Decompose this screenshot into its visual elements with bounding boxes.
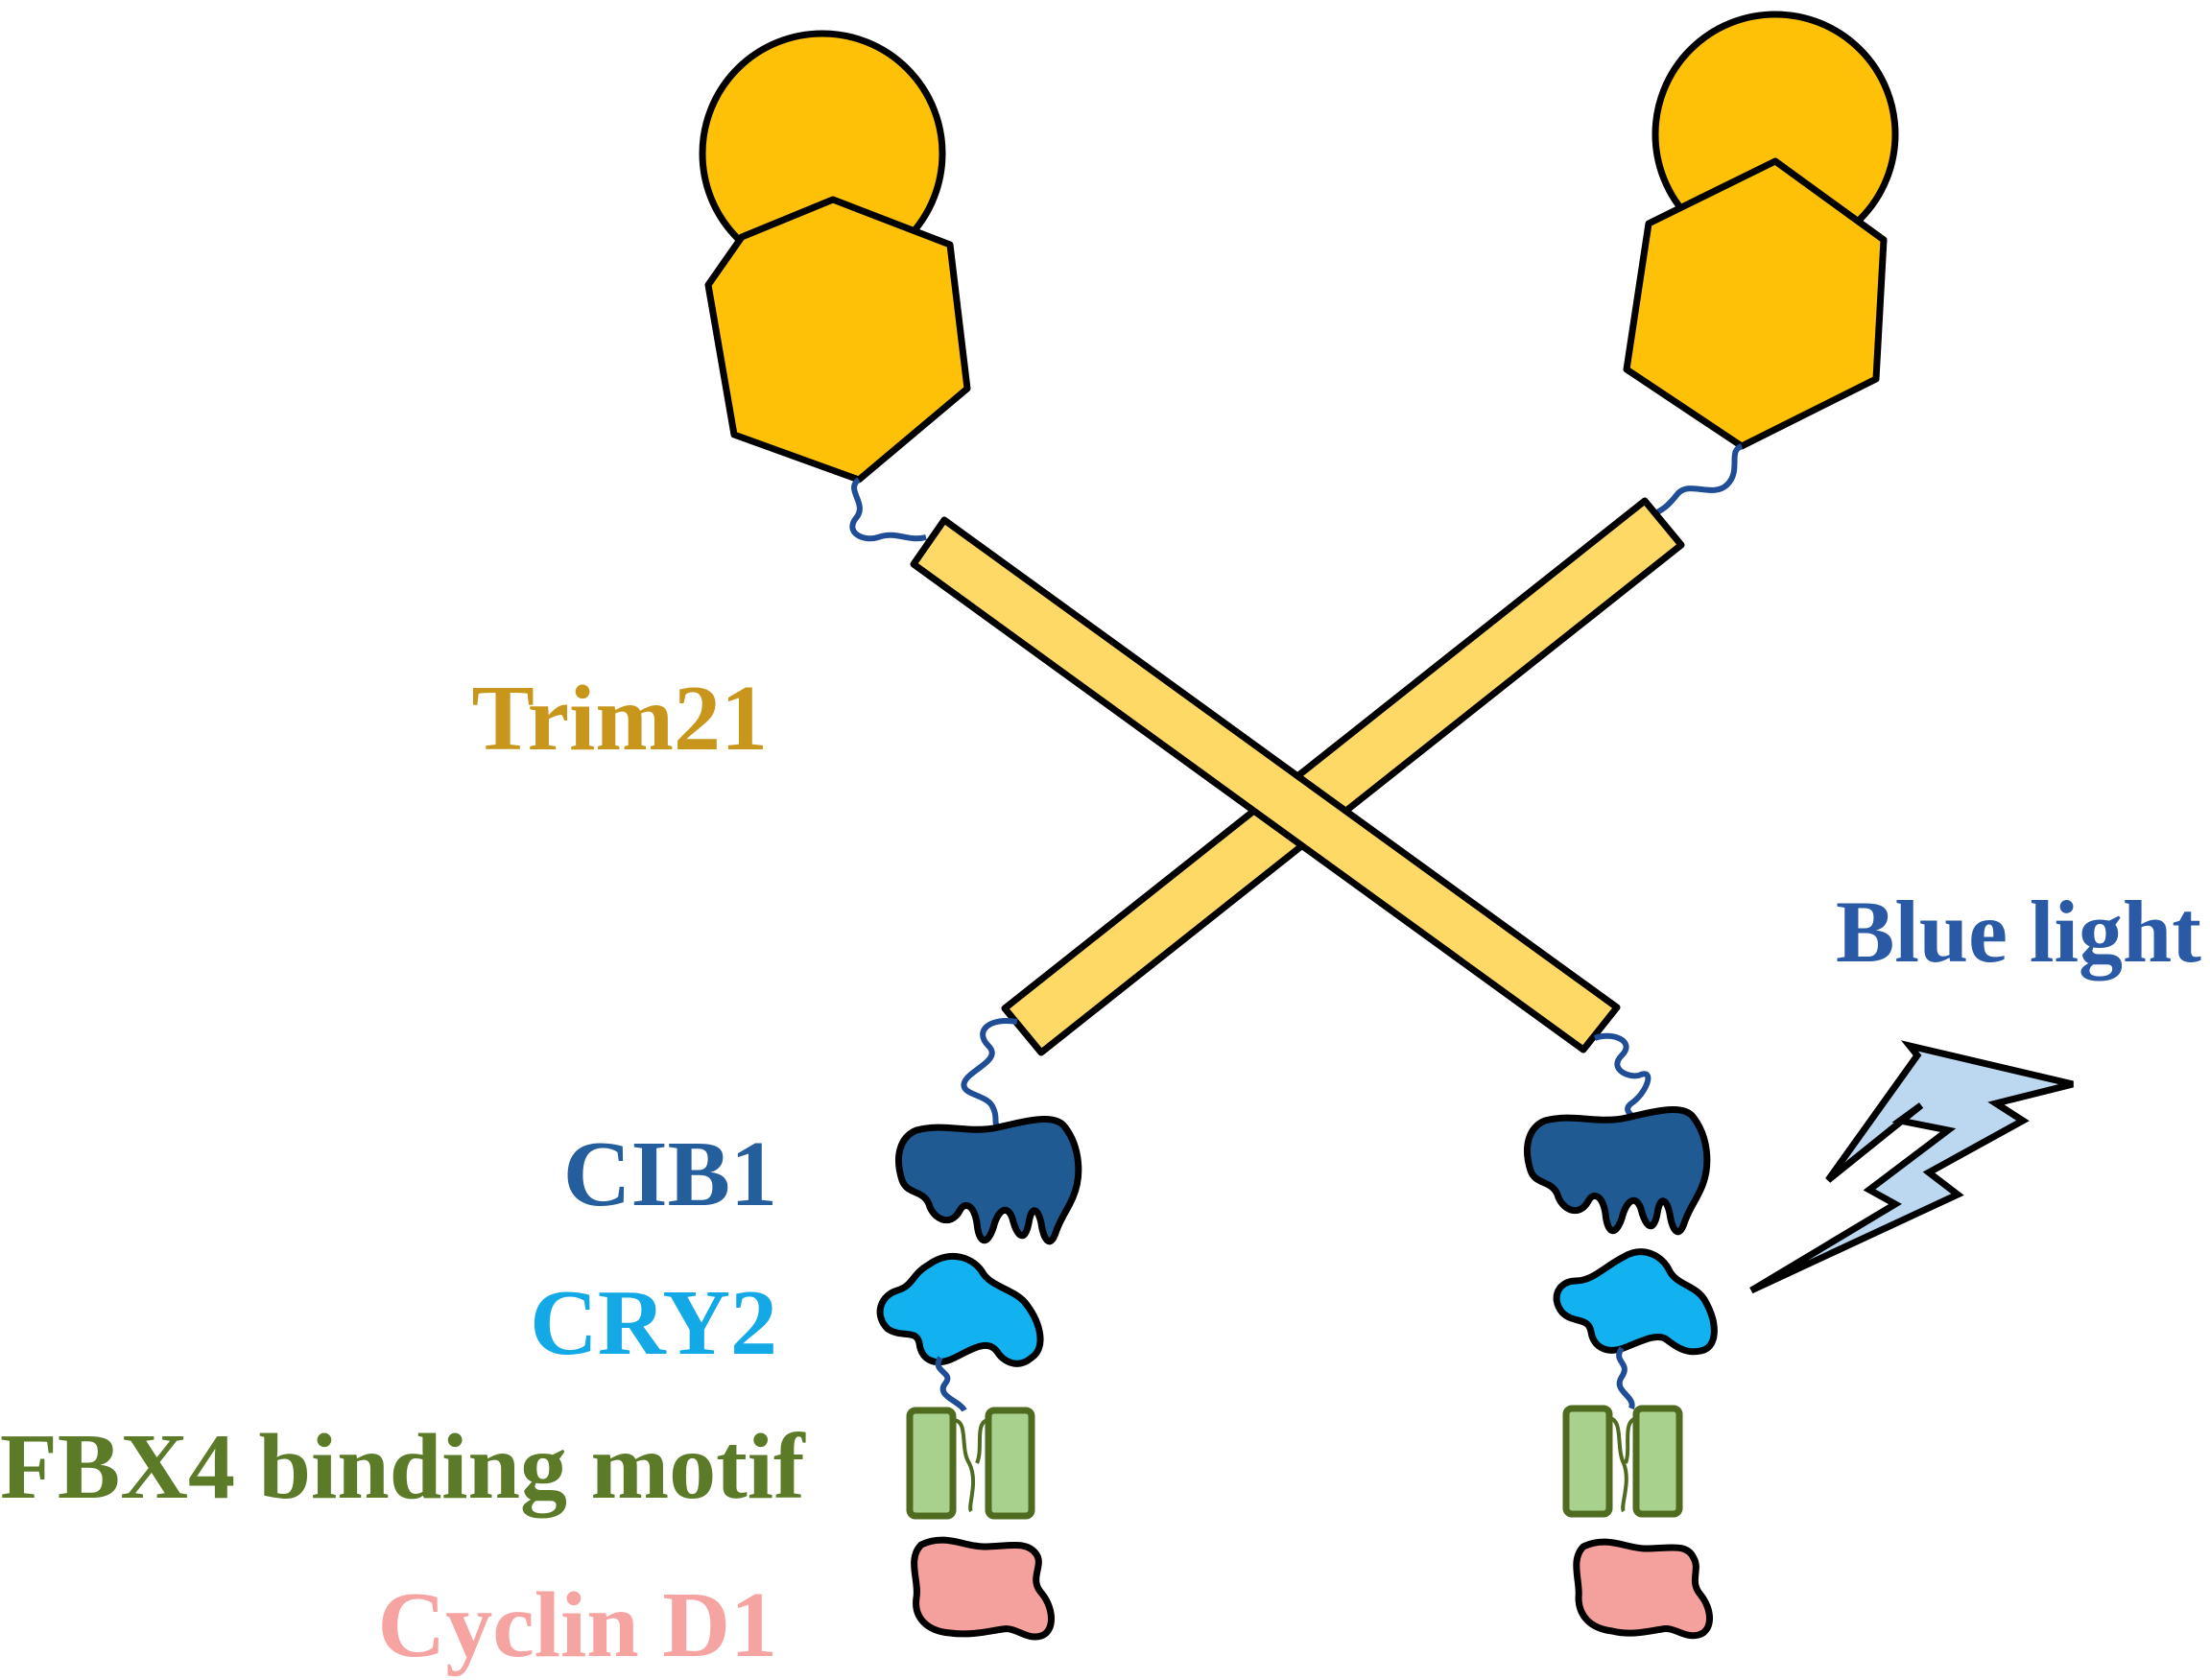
lightning-bolt-icon <box>1749 1040 2074 1294</box>
fbx4-helix-right-a <box>1562 1405 1613 1518</box>
linker-cry2-fbx4-left <box>935 1356 967 1412</box>
linker-rod-cib1-left <box>961 1018 1018 1130</box>
linker-head-rod-left <box>849 477 927 542</box>
fbx4-helix-left-b <box>985 1407 1035 1520</box>
cib1-right <box>1524 1106 1711 1236</box>
fbx4-loop-right <box>1608 1416 1637 1513</box>
trim21-head-left <box>699 30 971 484</box>
linker-cry2-fbx4-right <box>1616 1346 1635 1410</box>
cib1-label: CIB1 <box>562 1123 777 1226</box>
trim21-rod-left <box>910 516 1621 1053</box>
cyclin-d1-right <box>1573 1538 1713 1640</box>
cry2-right <box>1553 1248 1718 1356</box>
fbx4-helix-left-a <box>906 1407 957 1520</box>
trim21-hexagon-domain-left <box>704 196 971 484</box>
fbx4-motif-left <box>906 1407 1035 1520</box>
fbx4-binding-motif-label: FBX4 binding motif <box>0 1415 805 1519</box>
cib1-left <box>895 1116 1082 1245</box>
fbx4-loop-left <box>952 1418 989 1513</box>
trim21-label: Trim21 <box>471 667 768 770</box>
fbx4-motif-right <box>1562 1405 1683 1518</box>
fbx4-helix-right-b <box>1632 1405 1683 1518</box>
trim21-rod-right <box>1001 497 1685 1056</box>
linker-rod-cib1-right <box>1593 1032 1652 1121</box>
blue-light-label: Blue light <box>1836 883 2201 981</box>
cyclin-d1-label: Cyclin D1 <box>377 1574 778 1677</box>
linker-head-rod-right <box>1653 443 1744 516</box>
cry2-left <box>876 1252 1044 1367</box>
cry2-label: CRY2 <box>530 1271 777 1375</box>
trim21-head-right <box>1623 11 1899 450</box>
cyclin-d1-left <box>911 1536 1055 1641</box>
